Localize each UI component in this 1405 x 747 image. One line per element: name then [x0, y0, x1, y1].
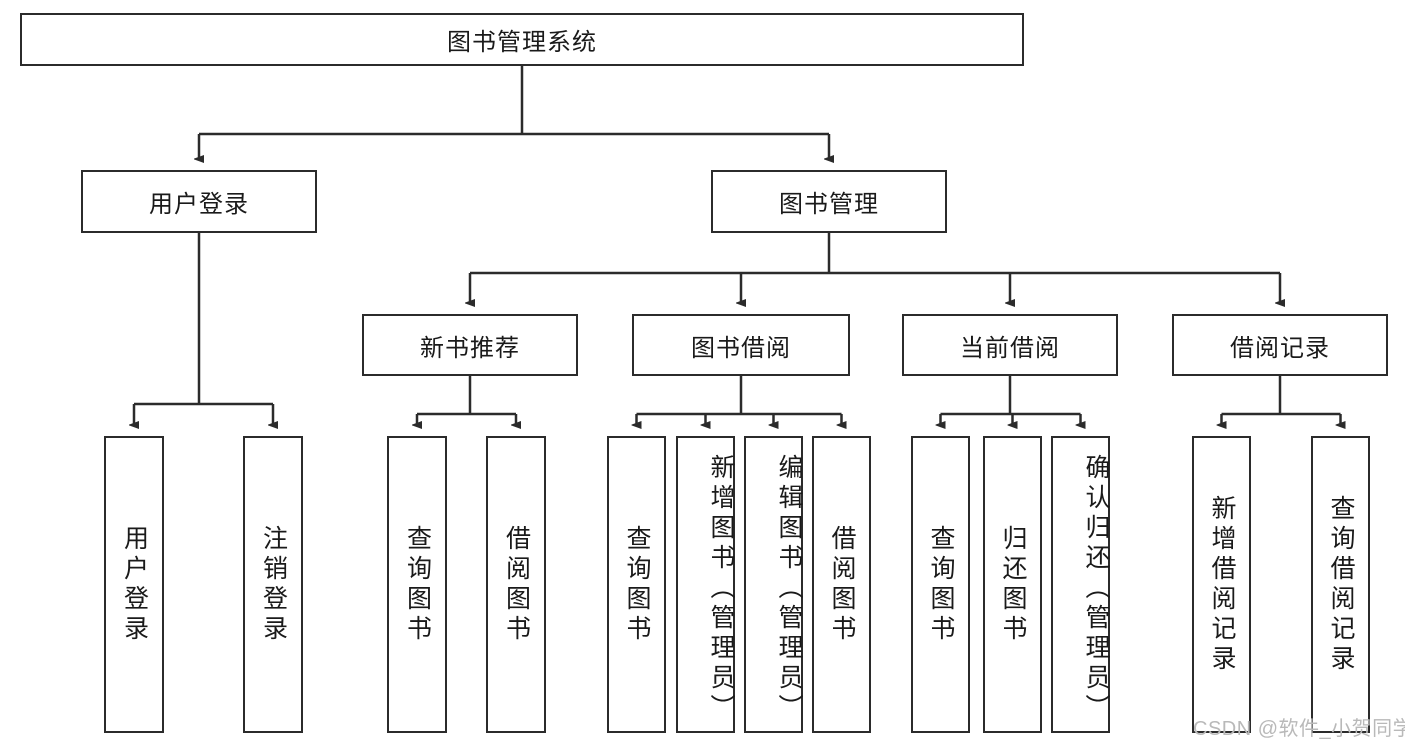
node-leaf-add-book[interactable]: 新增图书（管理员）: [676, 436, 735, 733]
node-user-login[interactable]: 用户登录: [81, 170, 317, 233]
node-label: 确认归还（管理员）: [1082, 453, 1110, 724]
node-leaf-user-login[interactable]: 用户登录: [104, 436, 164, 733]
node-label: 新书推荐: [420, 334, 520, 362]
edges-group: [134, 66, 1341, 425]
node-label: 新增图书（管理员）: [707, 453, 735, 724]
node-label: 查询图书: [927, 524, 955, 645]
node-label: 借阅记录: [1230, 334, 1330, 362]
node-label: 新增借阅记录: [1208, 494, 1236, 675]
node-label: 查询图书: [403, 524, 432, 645]
node-label: 图书管理: [779, 191, 879, 218]
node-label: 借阅图书: [502, 524, 531, 645]
watermark-text: CSDN @软件_小贺同学: [1193, 718, 1405, 740]
node-label: 查询图书: [623, 524, 651, 645]
node-current-borrow[interactable]: 当前借阅: [902, 314, 1118, 376]
node-label: 用户登录: [149, 191, 249, 218]
node-label: 当前借阅: [960, 334, 1060, 362]
node-new-book-rec[interactable]: 新书推荐: [362, 314, 578, 376]
node-label: 归还图书: [999, 524, 1027, 645]
node-book-manage[interactable]: 图书管理: [711, 170, 947, 233]
node-label: 图书管理系统: [447, 29, 597, 56]
node-leaf-query-book[interactable]: 查询图书: [607, 436, 666, 733]
node-leaf-add-record[interactable]: 新增借阅记录: [1192, 436, 1251, 733]
node-label: 注销登录: [259, 524, 288, 645]
node-book-borrow[interactable]: 图书借阅: [632, 314, 850, 376]
node-leaf-borrow-book-rec[interactable]: 借阅图书: [486, 436, 546, 733]
node-leaf-borrow-book[interactable]: 借阅图书: [812, 436, 871, 733]
node-leaf-query-record[interactable]: 查询借阅记录: [1311, 436, 1370, 733]
node-label: 借阅图书: [828, 524, 856, 645]
node-root[interactable]: 图书管理系统: [20, 13, 1024, 66]
node-label: 编辑图书（管理员）: [775, 453, 803, 724]
node-label: 查询借阅记录: [1327, 494, 1355, 675]
node-leaf-query-book-rec[interactable]: 查询图书: [387, 436, 447, 733]
node-leaf-confirm-return[interactable]: 确认归还（管理员）: [1051, 436, 1110, 733]
node-label: 图书借阅: [691, 334, 791, 362]
node-leaf-return-book[interactable]: 归还图书: [983, 436, 1042, 733]
node-leaf-query-book-cur[interactable]: 查询图书: [911, 436, 970, 733]
node-label: 用户登录: [120, 524, 149, 645]
node-borrow-record[interactable]: 借阅记录: [1172, 314, 1388, 376]
node-leaf-edit-book[interactable]: 编辑图书（管理员）: [744, 436, 803, 733]
node-leaf-user-logout[interactable]: 注销登录: [243, 436, 303, 733]
